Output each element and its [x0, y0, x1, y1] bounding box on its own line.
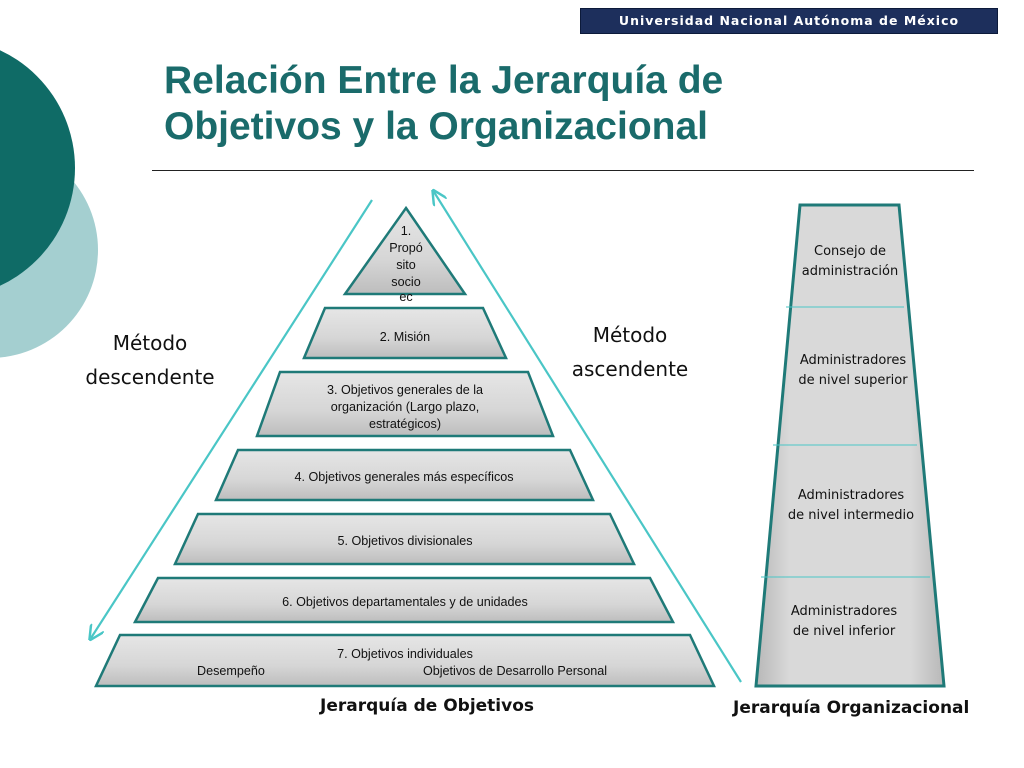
level-1-text-2: Propó [389, 241, 423, 255]
slide-title: Relación Entre la Jerarquía de Objetivos… [164, 58, 864, 150]
org-level-2-line-2: de nivel superior [798, 373, 908, 388]
level-5-text: 5. Objetivos divisionales [337, 534, 473, 548]
org-level-3-line-1: Administradores [797, 488, 905, 503]
level-4-text: 4. Objetivos generales más específicos [294, 470, 514, 484]
descending-method-arrow [91, 199, 373, 638]
org-level-4-label: Administradores de nivel inferior [772, 602, 916, 642]
org-level-3-line-2: de nivel intermedio [787, 508, 915, 523]
org-level-2-line-1: Administradores [799, 353, 907, 368]
objectives-hierarchy-caption: Jerarquía de Objetivos [320, 696, 535, 716]
descending-line-2: descendente [85, 365, 215, 389]
level-2-text: 2. Misión [379, 330, 431, 344]
level-7-right-note: Objetivos de Desarrollo Personal [422, 664, 608, 678]
ascending-line-2: ascendente [571, 357, 689, 381]
pyramid-level-1-label: 1. Propó sito socio ec [370, 223, 442, 303]
level-3-text-2: organización (Largo plazo, [330, 400, 480, 414]
pyramid-level-7-shape [94, 633, 716, 688]
pyramid-level-6-shape [132, 576, 676, 624]
level-7-left-note: Desempeño [197, 664, 265, 678]
dark-circle [0, 50, 75, 286]
org-level-3-label: Administradores de nivel intermedio [772, 486, 930, 526]
level-3-text-3: estratégicos) [368, 417, 442, 431]
org-level-2-label: Administradores de nivel superior [780, 351, 926, 391]
pyramid-level-2-shape [302, 306, 508, 360]
org-level-1-line-1: Consejo de [814, 244, 886, 259]
level-1-text-1: 1. [400, 224, 412, 238]
org-level-1-label: Consejo de administración [785, 242, 915, 282]
org-level-4-line-1: Administradores [790, 604, 898, 619]
pyramid-level-4-label: 4. Objetivos generales más específicos [234, 469, 574, 485]
level-1-text-3: sito [396, 258, 416, 272]
pyramid-level-5-label: 5. Objetivos divisionales [250, 533, 560, 549]
pyramid-level-3-label: 3. Objetivos generales de la organizació… [280, 382, 530, 433]
level-1-text-4: socio [391, 275, 421, 289]
descending-line-1: Método [112, 331, 188, 355]
descending-method-label: Método descendente [60, 326, 240, 394]
title-line-2: Objetivos y la Organizacional [164, 105, 709, 148]
title-divider [152, 170, 974, 171]
ascending-method-label: Método ascendente [550, 318, 710, 386]
ascending-method-arrow [434, 192, 742, 683]
level-6-text: 6. Objetivos departamentales y de unidad… [282, 595, 528, 609]
pyramid-level-7-label: 7. Objetivos individuales [255, 646, 555, 662]
level-7-text: 7. Objetivos individuales [337, 647, 473, 661]
org-level-1-line-2: administración [801, 264, 899, 279]
pyramid-level-6-label: 6. Objetivos departamentales y de unidad… [205, 594, 605, 610]
pyramid-level-2-label: 2. Misión [305, 329, 505, 345]
pyramid-level-1-shape [342, 205, 468, 296]
ascending-line-1: Método [592, 323, 668, 347]
level-3-text-1: 3. Objetivos generales de la [326, 383, 484, 397]
title-line-1: Relación Entre la Jerarquía de [164, 59, 724, 102]
pyramid-level-5-shape [173, 512, 636, 566]
university-banner: Universidad Nacional Autónoma de México [580, 8, 998, 34]
org-level-4-line-2: de nivel inferior [792, 624, 896, 639]
pyramid-level-3-shape [255, 370, 555, 438]
level-1-text-5: ec [399, 290, 413, 304]
organizational-hierarchy-caption: Jerarquía Organizacional [733, 698, 970, 718]
pyramid-level-4-shape [214, 448, 595, 502]
